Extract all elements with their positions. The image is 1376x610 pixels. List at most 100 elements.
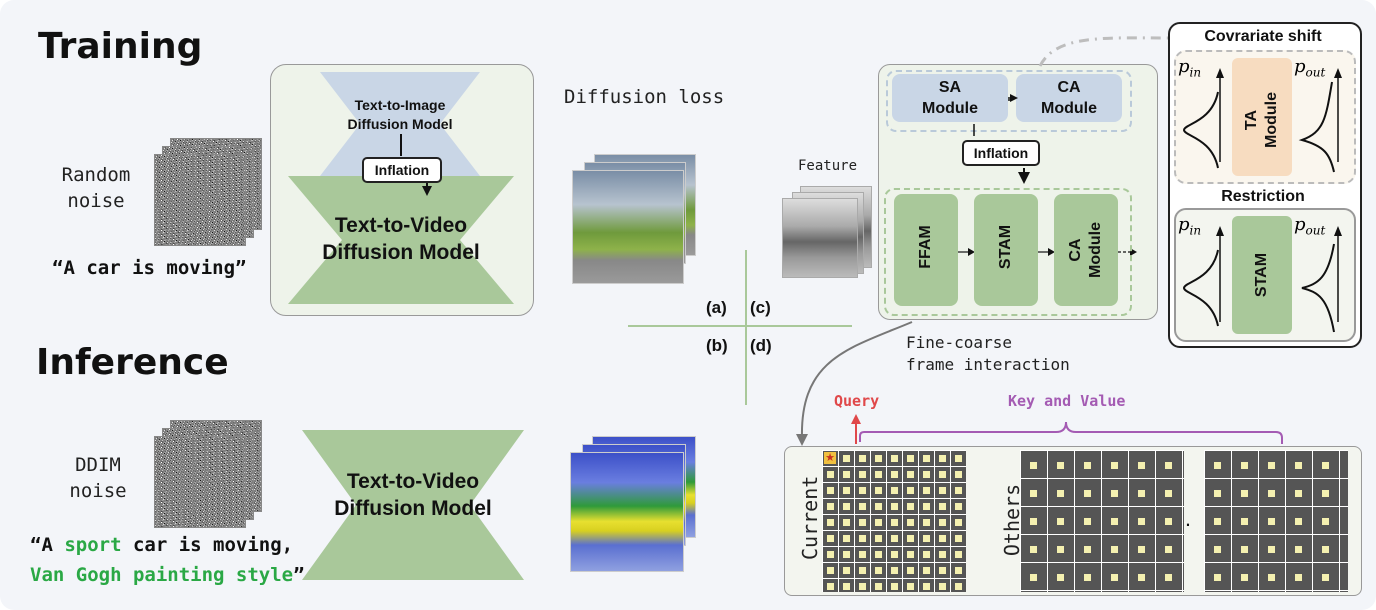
- patch-dot: [827, 487, 834, 494]
- patch-dot: [875, 583, 882, 590]
- quadrant-cross: [628, 250, 852, 405]
- patch-dot: [1295, 518, 1302, 525]
- patch-dot: [1322, 546, 1329, 553]
- ffam-block: [894, 194, 958, 306]
- patch-dot: [923, 583, 930, 590]
- patch-dot: [1268, 574, 1275, 581]
- p-subscript: out: [1305, 65, 1326, 80]
- patch-dot: [1268, 490, 1275, 497]
- prompt-text: ”: [293, 564, 305, 586]
- patch-dot: [859, 487, 866, 494]
- patch-dot: [1214, 490, 1221, 497]
- patch-dot: [843, 455, 850, 462]
- patch-dot: [827, 519, 834, 526]
- patch-dot: [1057, 462, 1064, 469]
- label-b: (b): [706, 336, 728, 355]
- patch-dot: [955, 567, 962, 574]
- patch-dot: [955, 455, 962, 462]
- diffusion-loss-label: Diffusion loss: [564, 86, 725, 108]
- query-label: Query: [834, 392, 880, 410]
- patch-dot: [1322, 490, 1329, 497]
- patch-dot: [859, 551, 866, 558]
- patch-dot: [875, 471, 882, 478]
- generated-video-frame: [572, 170, 684, 284]
- prompt-text: “A: [30, 534, 65, 556]
- p-symbol: p: [1294, 56, 1306, 77]
- patch-dot: [827, 551, 834, 558]
- patch-dot: [907, 567, 914, 574]
- patch-dot: [1138, 462, 1145, 469]
- patch-dot: [1241, 518, 1248, 525]
- patch-dot: [1030, 490, 1037, 497]
- t2v-label-inference: Text-to-Video Diffusion Model: [334, 470, 492, 520]
- patch-dot: [1268, 462, 1275, 469]
- stam-side-block: [1232, 216, 1292, 334]
- patch-dot: [939, 471, 946, 478]
- prompt-text: car is moving,: [121, 534, 294, 556]
- patch-dot: [939, 567, 946, 574]
- patch-dot: [923, 535, 930, 542]
- patch-dot: [955, 471, 962, 478]
- inference-title: Inference: [36, 342, 229, 383]
- covariate-title: Covrariate shift: [1204, 28, 1322, 45]
- patch-dot: [1030, 546, 1037, 553]
- p-subscript: in: [1189, 65, 1202, 80]
- p-in-label-top: pin: [1178, 56, 1201, 80]
- patch-dot: [1084, 462, 1091, 469]
- patch-dot: [1057, 546, 1064, 553]
- patch-dot: [1241, 462, 1248, 469]
- key-value-label: Key and Value: [1008, 392, 1126, 410]
- patch-dot: [923, 551, 930, 558]
- patch-dot: [1165, 518, 1172, 525]
- attention-group-box: [886, 70, 1132, 132]
- patch-dot: [923, 455, 930, 462]
- patch-dot: [1214, 574, 1221, 581]
- patch-dot: [1111, 462, 1118, 469]
- t2i-hourglass: [320, 72, 480, 176]
- patch-dot: [859, 455, 866, 462]
- patch-dot: [1214, 546, 1221, 553]
- patch-dot: [827, 535, 834, 542]
- patch-dot: [843, 535, 850, 542]
- stam-label: STAM: [997, 224, 1014, 270]
- patch-dot: [1111, 574, 1118, 581]
- patch-dot: [875, 455, 882, 462]
- patch-dot: [891, 567, 898, 574]
- sa-module: SA Module: [892, 74, 1008, 122]
- patch-dot: [859, 519, 866, 526]
- patch-dot: [859, 471, 866, 478]
- patch-dot: [939, 551, 946, 558]
- patch-dot: [1295, 546, 1302, 553]
- prompt-highlight-sport: sport: [64, 534, 122, 556]
- patch-dot: [859, 535, 866, 542]
- ffam-label: FFAM: [917, 225, 934, 269]
- patch-dot: [955, 583, 962, 590]
- p-out-label-bottom: pout: [1294, 214, 1325, 238]
- patch-dot: [859, 567, 866, 574]
- other-frame-grid-1: [1020, 450, 1184, 592]
- patch-dot: [1165, 462, 1172, 469]
- patch-dot: [827, 471, 834, 478]
- patch-dot: [955, 551, 962, 558]
- ta-module-block: [1232, 58, 1292, 176]
- patch-dot: [1138, 574, 1145, 581]
- training-model-shapes: [288, 72, 514, 304]
- prompt-highlight-style: Van Gogh painting style: [30, 564, 294, 586]
- patch-dot: [1138, 518, 1145, 525]
- patch-dot: [1165, 574, 1172, 581]
- patch-dot: [891, 519, 898, 526]
- patch-dot: [1057, 518, 1064, 525]
- patch-dot: [939, 487, 946, 494]
- patch-dot: [1322, 574, 1329, 581]
- inflation-tag: Inflation: [362, 157, 442, 183]
- patch-dot: [891, 503, 898, 510]
- restriction-title: Restriction: [1221, 188, 1305, 205]
- feature-map: [782, 198, 858, 278]
- patch-dot: [1057, 490, 1064, 497]
- patch-dot: [1138, 546, 1145, 553]
- patch-dot: [843, 583, 850, 590]
- patch-dot: [939, 503, 946, 510]
- patch-dot: [939, 455, 946, 462]
- patch-dot: [1214, 518, 1221, 525]
